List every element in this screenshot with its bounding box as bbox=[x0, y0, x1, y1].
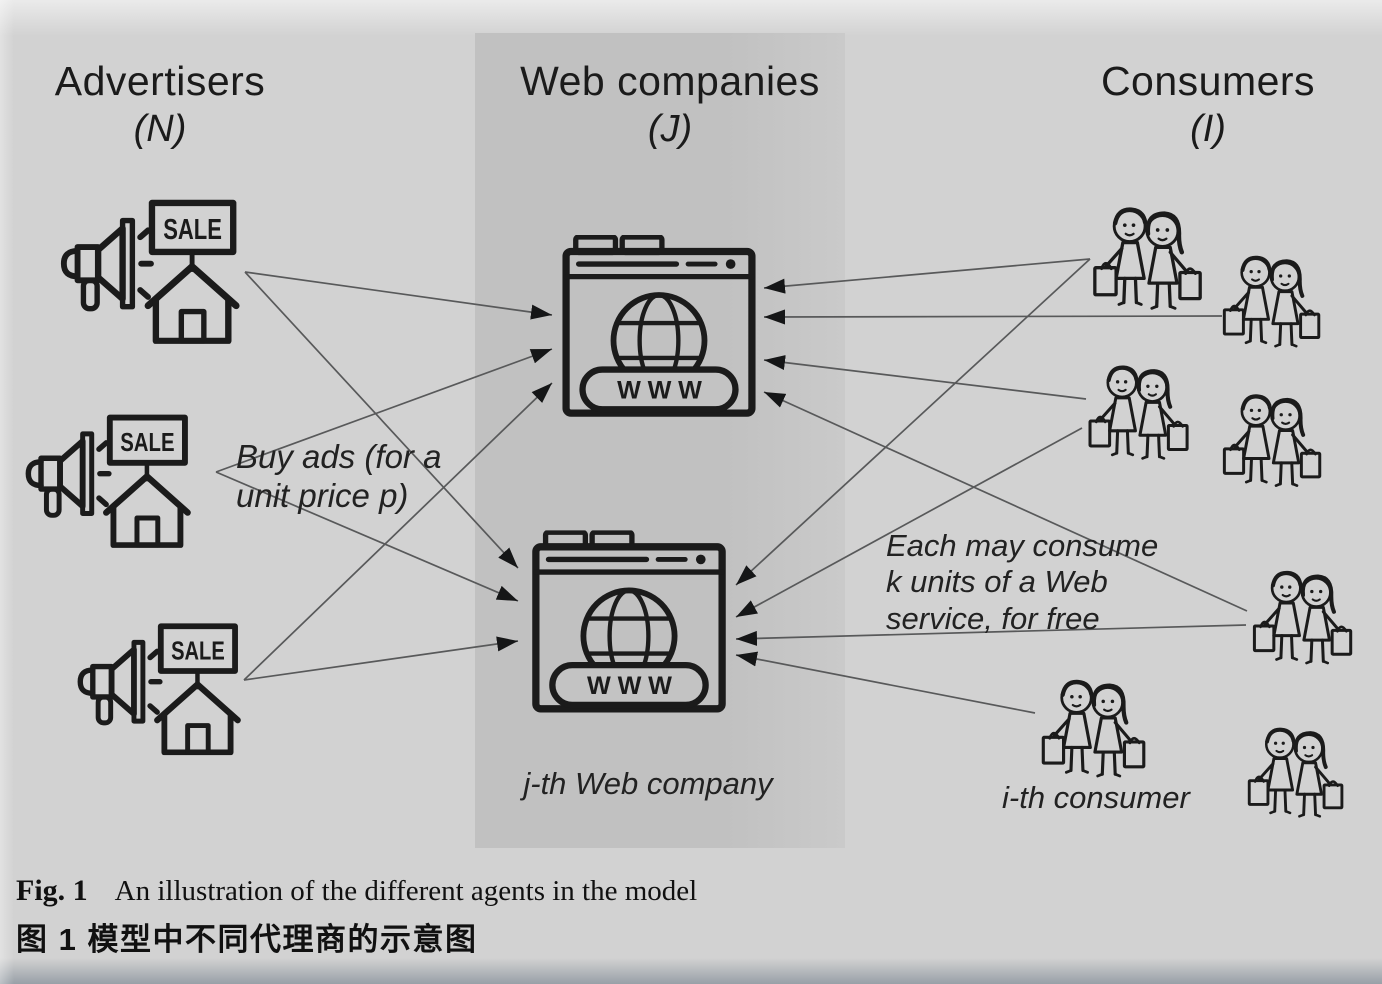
consume-line1: Each may consume bbox=[886, 528, 1159, 563]
advertiser-icon bbox=[22, 412, 194, 548]
figure-number: Fig. 1 bbox=[16, 874, 88, 907]
web-companies-title: Web companies bbox=[520, 58, 820, 104]
advertiser-icon bbox=[57, 197, 243, 344]
consume-line2: k units of a Web bbox=[886, 564, 1108, 600]
buy-ads-line2: unit price p) bbox=[236, 476, 409, 514]
web-companies-column-background bbox=[475, 33, 845, 848]
consumers-symbol: (I) bbox=[1190, 108, 1226, 151]
ith-consumer-label: i-th consumer bbox=[1002, 780, 1190, 815]
advertisers-title: Advertisers bbox=[54, 58, 266, 104]
advertisers-symbol: (N) bbox=[133, 108, 187, 151]
consumer-group-icon bbox=[1220, 384, 1325, 498]
advertiser-icon bbox=[74, 618, 244, 758]
column-header-consumers: Consumers (I) bbox=[1048, 58, 1368, 152]
buy-ads-label: Buy ads (for a unit price p) bbox=[236, 438, 441, 515]
figure-caption: Fig. 1 An illustration of the different a… bbox=[16, 874, 697, 959]
consumer-group-icon bbox=[1085, 356, 1193, 470]
figure-caption-en: An illustration of the different agents … bbox=[114, 875, 698, 907]
web-company-browser-icon bbox=[532, 530, 726, 713]
consumer-group-icon bbox=[1090, 196, 1206, 322]
figure-caption-zh: 图 1 模型中不同代理商的示意图 bbox=[16, 922, 478, 957]
web-company-browser-icon bbox=[562, 235, 756, 417]
consumer-group-icon bbox=[1220, 246, 1324, 358]
jth-web-company-label: j-th Web company bbox=[523, 766, 773, 801]
web-companies-symbol: (J) bbox=[647, 108, 693, 151]
consume-label: Each may consume k units of a Web servic… bbox=[886, 528, 1158, 637]
consumers-title: Consumers bbox=[1100, 58, 1316, 104]
buy-ads-line1: Buy ads (for a bbox=[236, 438, 442, 475]
column-header-advertisers: Advertisers (N) bbox=[0, 58, 320, 152]
consumer-group-icon bbox=[1038, 670, 1150, 788]
column-header-web-companies: Web companies (J) bbox=[480, 58, 860, 152]
consume-line3: service, for free bbox=[886, 600, 1100, 636]
consumer-group-icon bbox=[1245, 716, 1347, 830]
consumer-group-icon bbox=[1250, 560, 1356, 676]
